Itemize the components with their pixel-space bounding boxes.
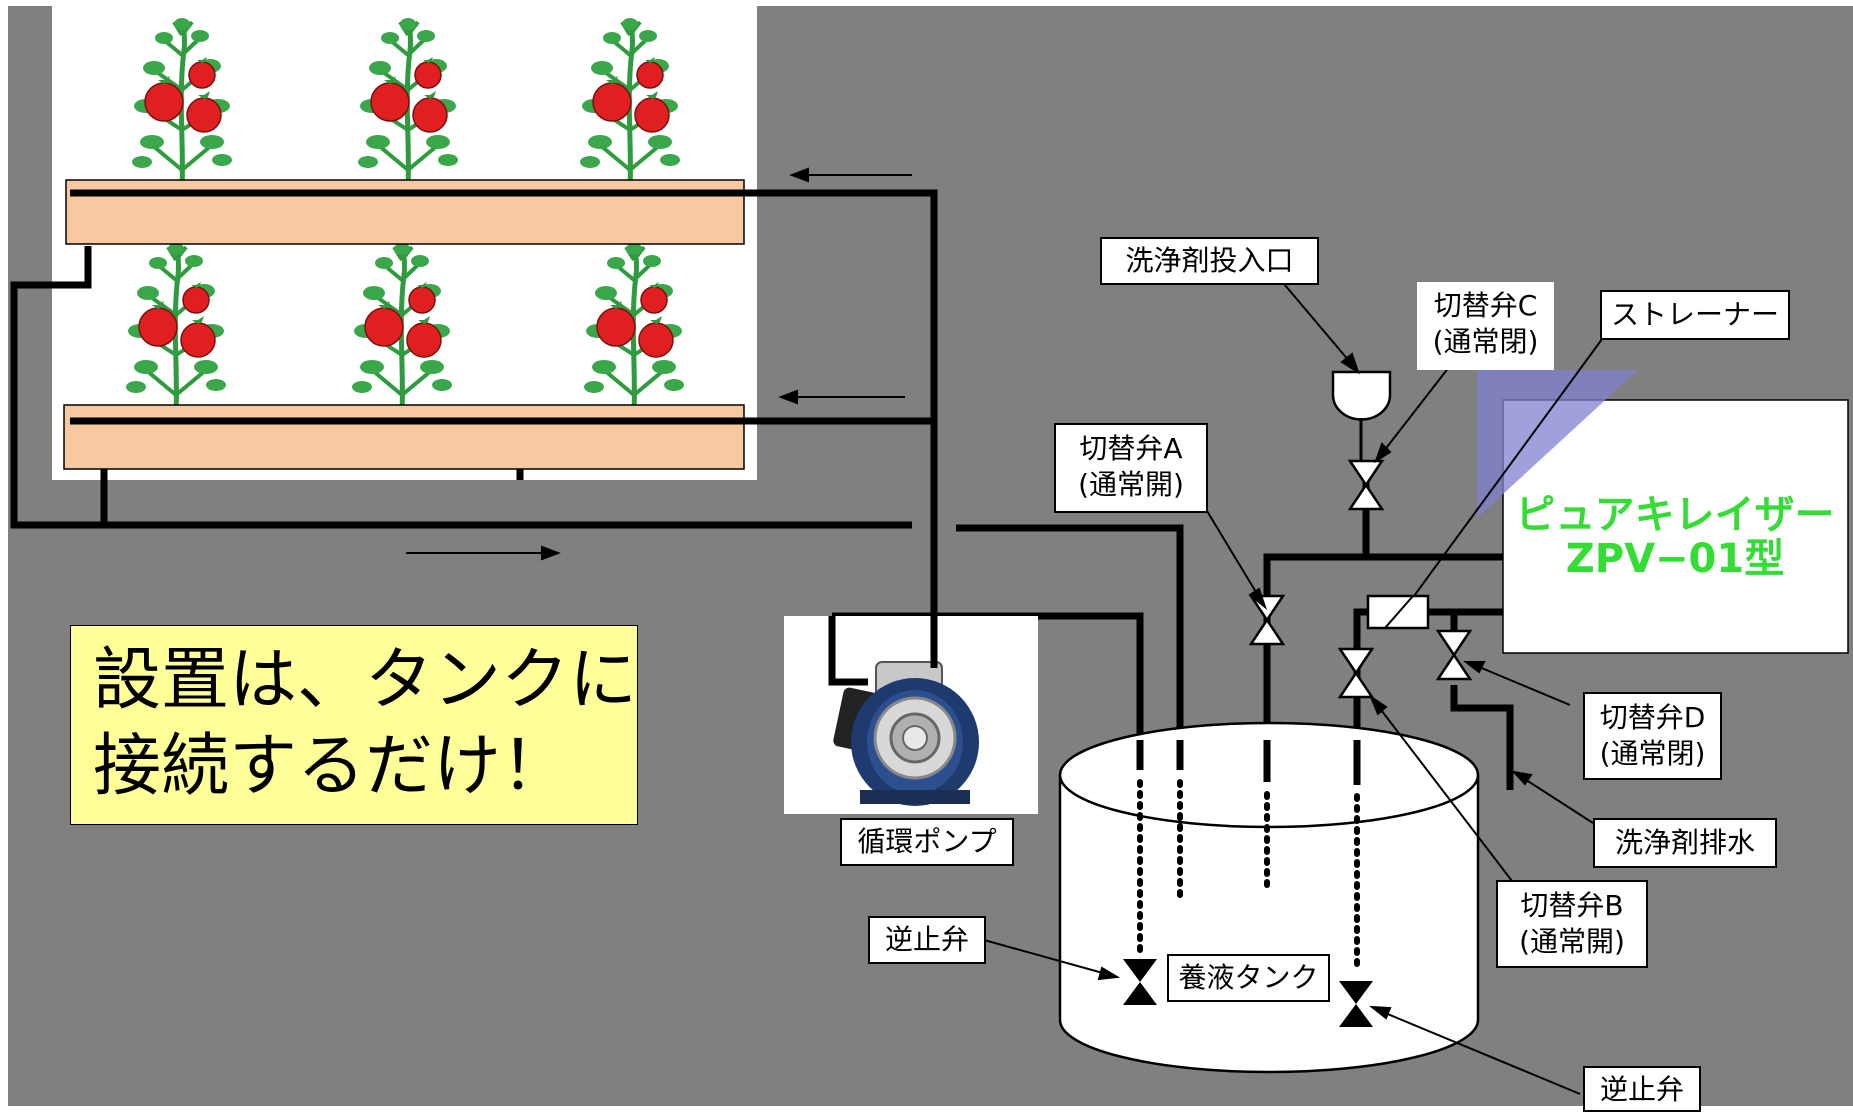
check-valve-left-label: 逆止弁 xyxy=(868,916,986,964)
detergent-drain-label: 洗浄剤排水 xyxy=(1593,818,1777,868)
callout-line2: 接続するだけ！ xyxy=(93,727,570,806)
device-name: ピュアキレイザー ZPV−01型 xyxy=(1500,493,1850,581)
planter-bottom xyxy=(63,404,745,470)
check-valve-right-label: 逆止弁 xyxy=(1583,1066,1701,1112)
valve-c-label: 切替弁C (通常閉) xyxy=(1417,282,1554,370)
device-name-line2: ZPV−01型 xyxy=(1565,536,1785,582)
circulation-pump-label: 循環ポンプ xyxy=(840,818,1014,866)
callout-line1: 設置は、タンクに xyxy=(93,641,638,720)
valve-a-label: 切替弁A (通常開) xyxy=(1054,423,1208,513)
strainer-label: ストレーナー xyxy=(1600,290,1790,340)
strainer-highlight xyxy=(1477,370,1638,518)
valve-d-label: 切替弁D (通常閉) xyxy=(1583,692,1722,780)
detergent-inlet-label: 洗浄剤投入口 xyxy=(1100,237,1319,285)
pump-icon xyxy=(833,661,979,806)
device-name-line1: ピュアキレイザー xyxy=(1515,492,1835,538)
valve-b-label: 切替弁B (通常開) xyxy=(1496,880,1648,968)
nutrient-tank-label: 養液タンク xyxy=(1167,954,1330,1002)
device-box xyxy=(1502,399,1849,654)
callout-box: 設置は、タンクに 接続するだけ！ xyxy=(70,625,638,825)
submerged-pipes xyxy=(1137,779,1360,973)
funnel-icon xyxy=(1331,370,1392,462)
